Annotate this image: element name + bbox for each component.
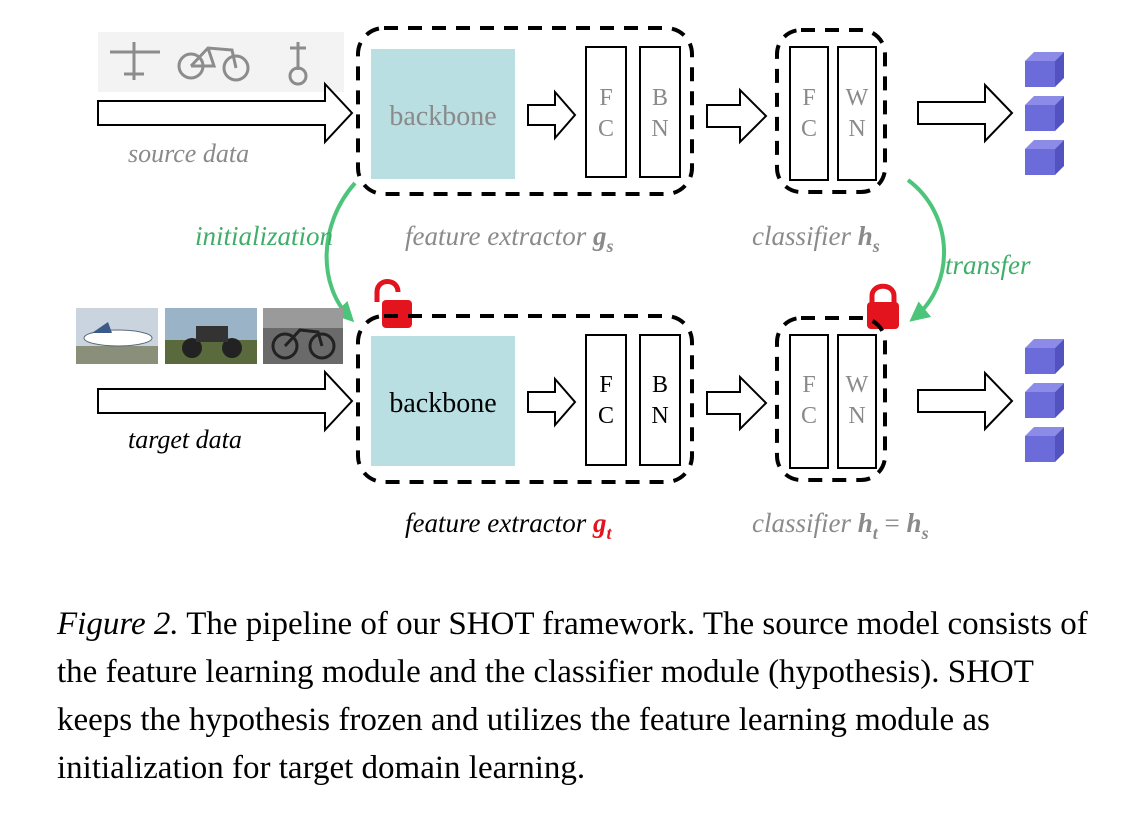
bicycle-photo bbox=[263, 308, 343, 364]
source-classifier-wn-layer bbox=[837, 46, 877, 181]
target-classifier-wn-layer bbox=[837, 334, 877, 469]
initialization-arrow bbox=[324, 181, 357, 323]
motorbike-photo bbox=[165, 308, 257, 364]
target-classifier-box bbox=[775, 316, 887, 482]
g-subscript-s: s bbox=[605, 236, 613, 256]
motorbike-image bbox=[288, 42, 308, 86]
source-bn-letter-2: N bbox=[651, 116, 668, 142]
target-bn-letter-1: B bbox=[652, 372, 668, 398]
target-backbone-to-fc-arrow bbox=[527, 376, 577, 428]
target-fc-letter-1: F bbox=[599, 372, 612, 398]
h-subscript-t: t bbox=[873, 523, 879, 543]
h-source-symbol: h bbox=[907, 508, 922, 538]
target-fc-letter-2: C bbox=[598, 403, 614, 429]
source-classifier-fc-letter-1: F bbox=[802, 85, 815, 111]
target-extractor-to-classifier-arrow bbox=[706, 374, 768, 432]
source-classifier-box bbox=[775, 28, 887, 194]
source-classifier-fc-letter-2: C bbox=[801, 116, 817, 142]
source-classifier-fc-layer bbox=[789, 46, 829, 181]
source-bn-layer bbox=[639, 46, 681, 178]
figure-caption: Figure 2. The pipeline of our SHOT frame… bbox=[57, 600, 1107, 792]
cube-icon bbox=[1025, 140, 1064, 175]
target-output-arrow bbox=[917, 370, 1014, 432]
source-backbone-to-fc-arrow bbox=[527, 89, 577, 141]
g-symbol: g bbox=[592, 221, 607, 251]
target-backbone-label: backbone bbox=[389, 388, 496, 419]
target-fc-layer bbox=[585, 334, 627, 466]
target-input-arrow bbox=[97, 369, 354, 433]
source-input-arrow bbox=[97, 81, 354, 145]
source-classifier-caption: classifier hs bbox=[752, 221, 880, 256]
source-fc-layer bbox=[585, 46, 627, 178]
initialization-label: initialization bbox=[195, 221, 333, 251]
h-subscript-s-2: s bbox=[921, 523, 929, 543]
target-classifier-fc-letter-2: C bbox=[801, 403, 817, 429]
cube-icon bbox=[1025, 427, 1064, 462]
target-data-label: target data bbox=[128, 425, 242, 454]
target-backbone-block bbox=[371, 336, 515, 466]
target-classifier-fc-layer bbox=[789, 334, 829, 469]
shot-pipeline-diagram: source data backbone F C B N F C W N bbox=[76, 26, 1064, 543]
source-backbone-label: backbone bbox=[389, 101, 496, 132]
h-target-symbol: h bbox=[858, 508, 873, 538]
source-feature-extractor-caption: feature extractor gs bbox=[405, 221, 613, 256]
g-subscript-t: t bbox=[606, 523, 612, 543]
source-extractor-to-classifier-arrow bbox=[706, 87, 768, 145]
target-feature-extractor-caption: feature extractor gt bbox=[405, 508, 612, 543]
source-classifier-wn-letter-2: N bbox=[848, 116, 865, 142]
unlocked-lock-icon bbox=[374, 279, 412, 328]
g-target-symbol: g bbox=[592, 508, 607, 538]
source-output-cubes bbox=[1025, 52, 1064, 175]
source-images bbox=[98, 32, 344, 92]
cube-icon bbox=[1025, 52, 1064, 87]
source-output-arrow bbox=[917, 82, 1014, 144]
source-fc-letter-2: C bbox=[598, 116, 614, 142]
h-subscript-s: s bbox=[872, 236, 880, 256]
airplane-image bbox=[110, 42, 160, 80]
source-data-label: source data bbox=[128, 139, 249, 168]
source-classifier-wn-letter-1: W bbox=[846, 85, 869, 111]
source-bn-letter-1: B bbox=[652, 85, 668, 111]
figure-label: Figure 2. bbox=[57, 606, 179, 642]
target-classifier-wn-letter-2: N bbox=[848, 403, 865, 429]
transfer-label: transfer bbox=[945, 250, 1031, 280]
transfer-arrow bbox=[906, 178, 946, 322]
airplane-photo bbox=[76, 308, 158, 364]
target-classifier-wn-letter-1: W bbox=[846, 372, 869, 398]
h-symbol: h bbox=[858, 221, 873, 251]
source-backbone-block bbox=[371, 49, 515, 179]
source-fc-letter-1: F bbox=[599, 85, 612, 111]
cube-icon bbox=[1025, 96, 1064, 131]
target-classifier-fc-letter-1: F bbox=[802, 372, 815, 398]
target-bn-layer bbox=[639, 334, 681, 466]
equals-sign: = bbox=[878, 508, 907, 538]
cube-icon bbox=[1025, 383, 1064, 418]
bicycle-image bbox=[177, 46, 250, 82]
target-classifier-caption: classifier ht = hs bbox=[752, 508, 929, 543]
target-bn-letter-2: N bbox=[651, 403, 668, 429]
caption-text: The pipeline of our SHOT framework. The … bbox=[57, 606, 1088, 786]
cube-icon bbox=[1025, 339, 1064, 374]
target-output-cubes bbox=[1025, 339, 1064, 462]
target-images bbox=[76, 308, 343, 364]
